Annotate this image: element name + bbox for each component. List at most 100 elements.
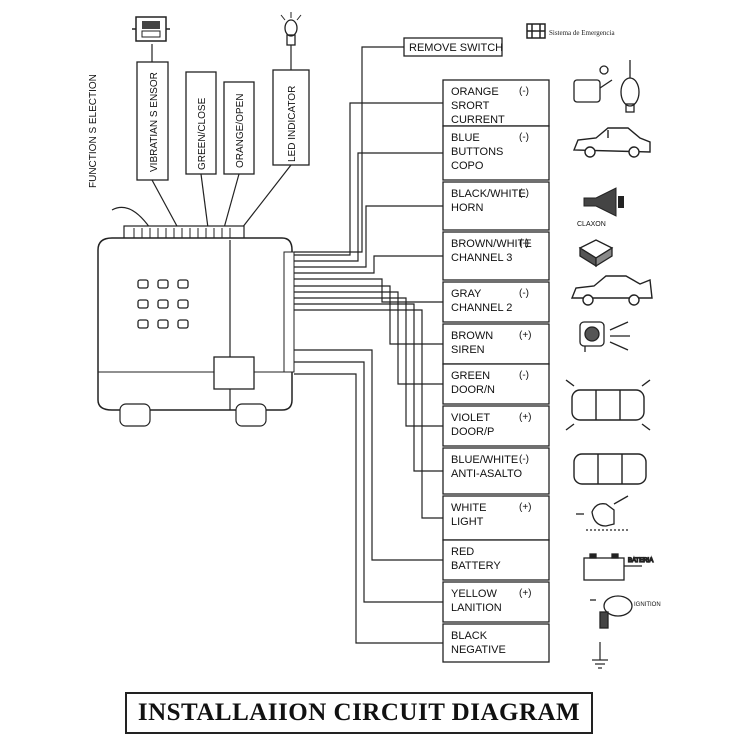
battery-caption: BATERIA — [628, 558, 653, 564]
wire-polarity: (+) — [519, 330, 532, 341]
car-doors-icon — [565, 379, 651, 431]
wire-label-frame — [442, 125, 550, 181]
wire-label-line: BROWN/WHITE — [451, 238, 532, 250]
top-leads — [111, 44, 292, 229]
orange-open-label: ORANGE/OPEN — [235, 94, 246, 168]
wire-label-frame — [442, 581, 550, 623]
wire-polarity: (+) — [519, 588, 532, 599]
vibration-sensor-label: VIBRATIAN S ENSOR — [149, 72, 160, 172]
wire-label-line: RED — [451, 546, 474, 558]
wire-label-line: DOOR/P — [451, 426, 494, 438]
wire-line — [294, 255, 443, 274]
wire-label-frame — [442, 447, 550, 495]
wire-polarity: (-) — [519, 132, 529, 143]
wire-label-line: BROWN — [451, 330, 493, 342]
logo-text: Sistema de Emergencia — [549, 29, 615, 37]
sensor-module-icon — [132, 16, 170, 42]
wire-label-line: ANTI-ASALTO — [451, 468, 523, 480]
wire-polarity: (-) — [519, 454, 529, 465]
wire-label-frame — [442, 181, 550, 231]
led-bulb-icon — [280, 12, 302, 46]
led-indicator-label: LED INDICATOR — [287, 86, 298, 162]
ignition-caption: IGNITION — [634, 602, 661, 608]
wire-label-line: HORN — [451, 202, 483, 214]
wire-polarity: (-) — [519, 370, 529, 381]
remove-switch-wire — [294, 46, 404, 253]
led-grid — [137, 279, 189, 329]
remove-switch-label: REMOVE SWITCH — [409, 42, 503, 54]
light-icon — [576, 495, 630, 531]
wiring-harness — [294, 46, 443, 644]
wire-label-column: ORANGESRORTCURRENT(-)BLUEBUTTONSCOPO(-)B… — [442, 79, 550, 663]
wire-label-frame — [442, 231, 550, 281]
wire-polarity: (+) — [519, 502, 532, 513]
wire-label-line: SIREN — [451, 344, 485, 356]
module-icon — [578, 239, 614, 268]
wire-label-frame — [442, 623, 550, 663]
car-trunk-icon — [570, 275, 653, 306]
wire-label-line: BLACK — [451, 630, 488, 642]
wire-label-frame — [442, 495, 550, 541]
wire-label-box: BROWN SIREN (+) — [442, 323, 550, 365]
wire-label-line: GRAY — [451, 288, 482, 300]
wire-label-line: BATTERY — [451, 560, 501, 572]
wire-polarity: (+) — [519, 412, 532, 423]
battery-icon: BATERIA — [583, 553, 654, 581]
ignition-icon: IGNITION — [590, 595, 661, 629]
diagram-title: INSTALLAIION CIRCUIT DIAGRAM — [137, 699, 581, 726]
wire-label-frame — [442, 281, 550, 323]
wire-label-line: YELLOW — [451, 588, 497, 600]
wire-label-box: YELLOW LANITION (+) — [442, 581, 550, 623]
horn-caption: CLAXON — [577, 221, 606, 228]
wire-label-line: NEGATIVE — [451, 644, 506, 656]
wire-label-line: BLACK/WHITE — [451, 188, 526, 200]
led-indicator-box: LED INDICATOR — [272, 69, 310, 166]
wire-label-line: COPO — [451, 160, 484, 172]
wire-label-box: BROWN/WHITE CHANNEL 3 (-) — [442, 231, 550, 281]
wire-line — [294, 297, 443, 427]
connector-pins — [133, 228, 231, 238]
wire-label-line: LANITION — [451, 602, 502, 614]
wire-line — [294, 349, 443, 561]
wire-line — [294, 303, 443, 472]
orange-open-box: ORANGE/OPEN — [223, 81, 255, 175]
wire-label-frame — [442, 539, 550, 581]
green-close-label: GREEN/CLOSE — [197, 97, 208, 170]
wire-label-line: SRORT — [451, 100, 490, 112]
alarm-control-unit — [97, 225, 295, 427]
wire-polarity: (-) — [519, 288, 529, 299]
wire-line — [294, 309, 443, 519]
wire-label-frame — [442, 363, 550, 405]
wire-line — [294, 102, 443, 256]
wire-label-line: CHANNEL 3 — [451, 252, 512, 264]
side-connector — [283, 251, 295, 373]
green-close-box: GREEN/CLOSE — [185, 71, 217, 175]
car-side-icon — [572, 127, 651, 158]
wire-label-box: BLUE BUTTONS COPO (-) — [442, 125, 550, 181]
horn-icon: CLAXON — [577, 187, 624, 228]
wire-line — [294, 152, 443, 262]
wire-label-line: BUTTONS — [451, 146, 503, 158]
wire-line — [294, 285, 443, 345]
wire-label-line: VIOLET — [451, 412, 490, 424]
wire-label-line: LIGHT — [451, 516, 484, 528]
wire-label-frame — [442, 405, 550, 447]
remove-switch: REMOVE SWITCH — [403, 37, 503, 57]
wire-label-line: ORANGE — [451, 86, 499, 98]
car-top-icon — [573, 453, 647, 485]
wire-label-line: GREEN — [451, 370, 490, 382]
siren-icon — [579, 321, 630, 352]
wire-label-frame — [442, 323, 550, 365]
wire-polarity: (-) — [519, 238, 529, 249]
wire-line — [294, 373, 443, 644]
wire-label-line: BLUE — [451, 132, 480, 144]
wire-label-frame — [442, 79, 550, 127]
wire-polarity: (-) — [519, 86, 529, 97]
vibration-sensor-box: VIBRATIAN S ENSOR — [136, 61, 169, 181]
